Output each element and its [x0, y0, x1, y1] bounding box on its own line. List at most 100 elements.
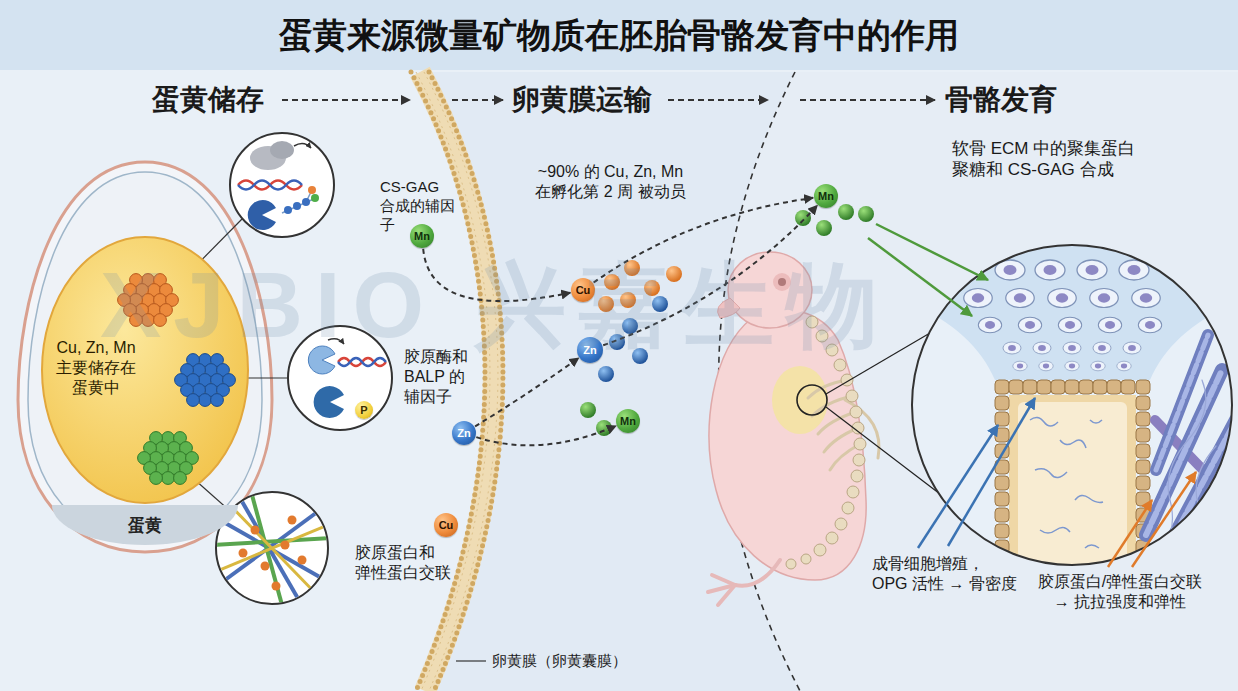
- zoom-circle-enzyme-part: [338, 358, 386, 366]
- mineral-particles-part: [816, 220, 832, 236]
- growth-plate-zoom-part-part: [995, 556, 1009, 570]
- dashed-connector: [475, 358, 578, 426]
- effect-arrows: [868, 224, 1196, 567]
- yolk-outline: [42, 237, 248, 503]
- element-symbol: P: [360, 405, 367, 416]
- fiber-mesh-part: [298, 556, 307, 565]
- zoom-circle-synthesis-part: [248, 200, 276, 230]
- growth-plate-zoom-part-part: [995, 476, 1009, 490]
- growth-plate-zoom-part-part: [995, 428, 1009, 442]
- zoom-circle-synthesis-part: [238, 181, 302, 190]
- zoom-circle-enzyme-part: [328, 339, 344, 344]
- zinc-ball: Zn: [577, 337, 603, 363]
- zoom-circle-synthesis-part: [230, 133, 334, 237]
- growth-plate-zoom-part-part-part: [1035, 469, 1067, 478]
- zoom-circle-synthesis-part: [302, 198, 310, 206]
- growth-plate-zoom-part-part-part: [1060, 440, 1086, 448]
- growth-plate-zoom-part-part-part: [1030, 417, 1058, 426]
- annotation: 胶原蛋白和 弹性蛋白交联: [355, 543, 451, 583]
- growth-plate-zoom-part-part: [1136, 492, 1150, 506]
- zoom-circle-enzyme-part: [314, 386, 344, 418]
- annotation: 胶原酶和 BALP 的辅因子: [404, 347, 470, 407]
- growth-plate-zoom-part-part: [995, 492, 1009, 506]
- fiber-mesh-part: [281, 541, 290, 550]
- growth-plate-zoom-part-part: [1138, 317, 1161, 333]
- element-symbol: Mn: [620, 416, 636, 427]
- embryo-part: [718, 298, 740, 318]
- effect-arrows-part: [948, 398, 1035, 546]
- zoom-circle-synthesis-part: [270, 141, 294, 159]
- embryo-part-part: [850, 406, 862, 418]
- embryo-part-part: [853, 454, 865, 466]
- growth-plate-zoom-part-part-part: [1156, 335, 1208, 470]
- egg: [18, 162, 272, 552]
- element-symbol: Cu: [576, 285, 591, 296]
- effect-arrows-part: [1108, 500, 1152, 567]
- growth-plate-zoom-part-part-part: [1156, 335, 1208, 470]
- embryo-part: [709, 309, 866, 580]
- effect-arrows-part: [1132, 472, 1196, 567]
- band-text: 蛋黄: [128, 517, 162, 534]
- mineral-cluster-ball: [154, 314, 167, 327]
- phosphate-ball: P: [355, 401, 373, 419]
- growth-plate-zoom-part-part: [1063, 342, 1081, 354]
- growth-plate-zoom-part-part: [1037, 380, 1051, 394]
- mineral-particles-part: [632, 348, 648, 364]
- growth-plate-zoom-part-part: [1136, 428, 1150, 442]
- growth-plate-zoom-part-part-part: [1085, 545, 1099, 548]
- manganese-ball: Mn: [616, 409, 640, 433]
- manganese-ball: Mn: [410, 224, 434, 248]
- growth-plate-zoom-part-part: [995, 508, 1009, 522]
- growth-plate-zoom-part-part: [1077, 260, 1107, 280]
- growth-plate-zoom-part-part: [1079, 380, 1093, 394]
- fiber-mesh-part: [215, 524, 330, 572]
- yolk-text: Cu, Zn, Mn 主要储存在蛋黄中: [52, 338, 140, 398]
- mineral-cluster-ball: [187, 394, 200, 407]
- mineral-cluster-ball: [174, 472, 187, 485]
- growth-plate-zoom-part-part-part: [1168, 420, 1236, 548]
- growth-plate-zoom-part-part: [1003, 342, 1021, 354]
- growth-plate-zoom-part-part: [1136, 412, 1150, 426]
- mineral-cluster-ball: [150, 472, 163, 485]
- growth-plate-zoom-part-part: [1006, 289, 1035, 308]
- embryo-part: [786, 316, 866, 569]
- copper-ball: Cu: [434, 513, 458, 537]
- growth-plate-zoom-part-part: [995, 380, 1009, 394]
- growth-plate-zoom-part-part: [1048, 289, 1077, 308]
- growth-plate-zoom-part-part: [964, 289, 993, 308]
- embryo-part-part: [826, 532, 838, 544]
- yolk: Cu, Zn, Mn 主要储存在蛋黄中: [40, 235, 250, 505]
- growth-plate-zoom-part-part: [1117, 361, 1131, 371]
- element-symbol: Zn: [583, 345, 596, 356]
- embryo-part-part: [851, 470, 863, 482]
- embryo-part-part: [816, 330, 828, 342]
- growth-plate-zoom-part-part: [1136, 444, 1150, 458]
- growth-plate-zoom-part-part: [1132, 289, 1161, 308]
- zoom-circle-enzyme-part: [308, 346, 335, 374]
- embryo-part: [773, 273, 791, 291]
- zinc-ball: Zn: [452, 421, 476, 445]
- growth-plate-zoom-part-part: [1121, 380, 1135, 394]
- embryo-part-part: [847, 486, 859, 498]
- embryo-part-part: [842, 502, 854, 514]
- zoom-circle-enzyme: [288, 326, 392, 430]
- embryo-part: [797, 385, 827, 415]
- manganese-ball: Mn: [814, 184, 838, 208]
- mineral-particles-part: [795, 210, 811, 226]
- growth-plate-zoom-part-part: [1058, 317, 1081, 333]
- embryo-part: [708, 560, 780, 605]
- mineral-particles-part: [609, 334, 625, 350]
- embryo-part: [778, 278, 786, 286]
- embryo-part-part: [712, 575, 735, 585]
- growth-plate-zoom-part-part: [1090, 289, 1119, 308]
- embryo-part: [772, 366, 828, 434]
- flow-arrows-part: [668, 99, 768, 101]
- embryo-part-part: [854, 438, 866, 450]
- mineral-particles-part: [598, 296, 614, 312]
- growth-plate-zoom-part-part: [1030, 417, 1103, 548]
- zoom-circle-synthesis-part: [308, 186, 316, 194]
- embryo-part-part: [835, 518, 847, 530]
- mineral-cluster-ball: [130, 314, 143, 327]
- section-heading: 骨骼发育: [945, 82, 1057, 117]
